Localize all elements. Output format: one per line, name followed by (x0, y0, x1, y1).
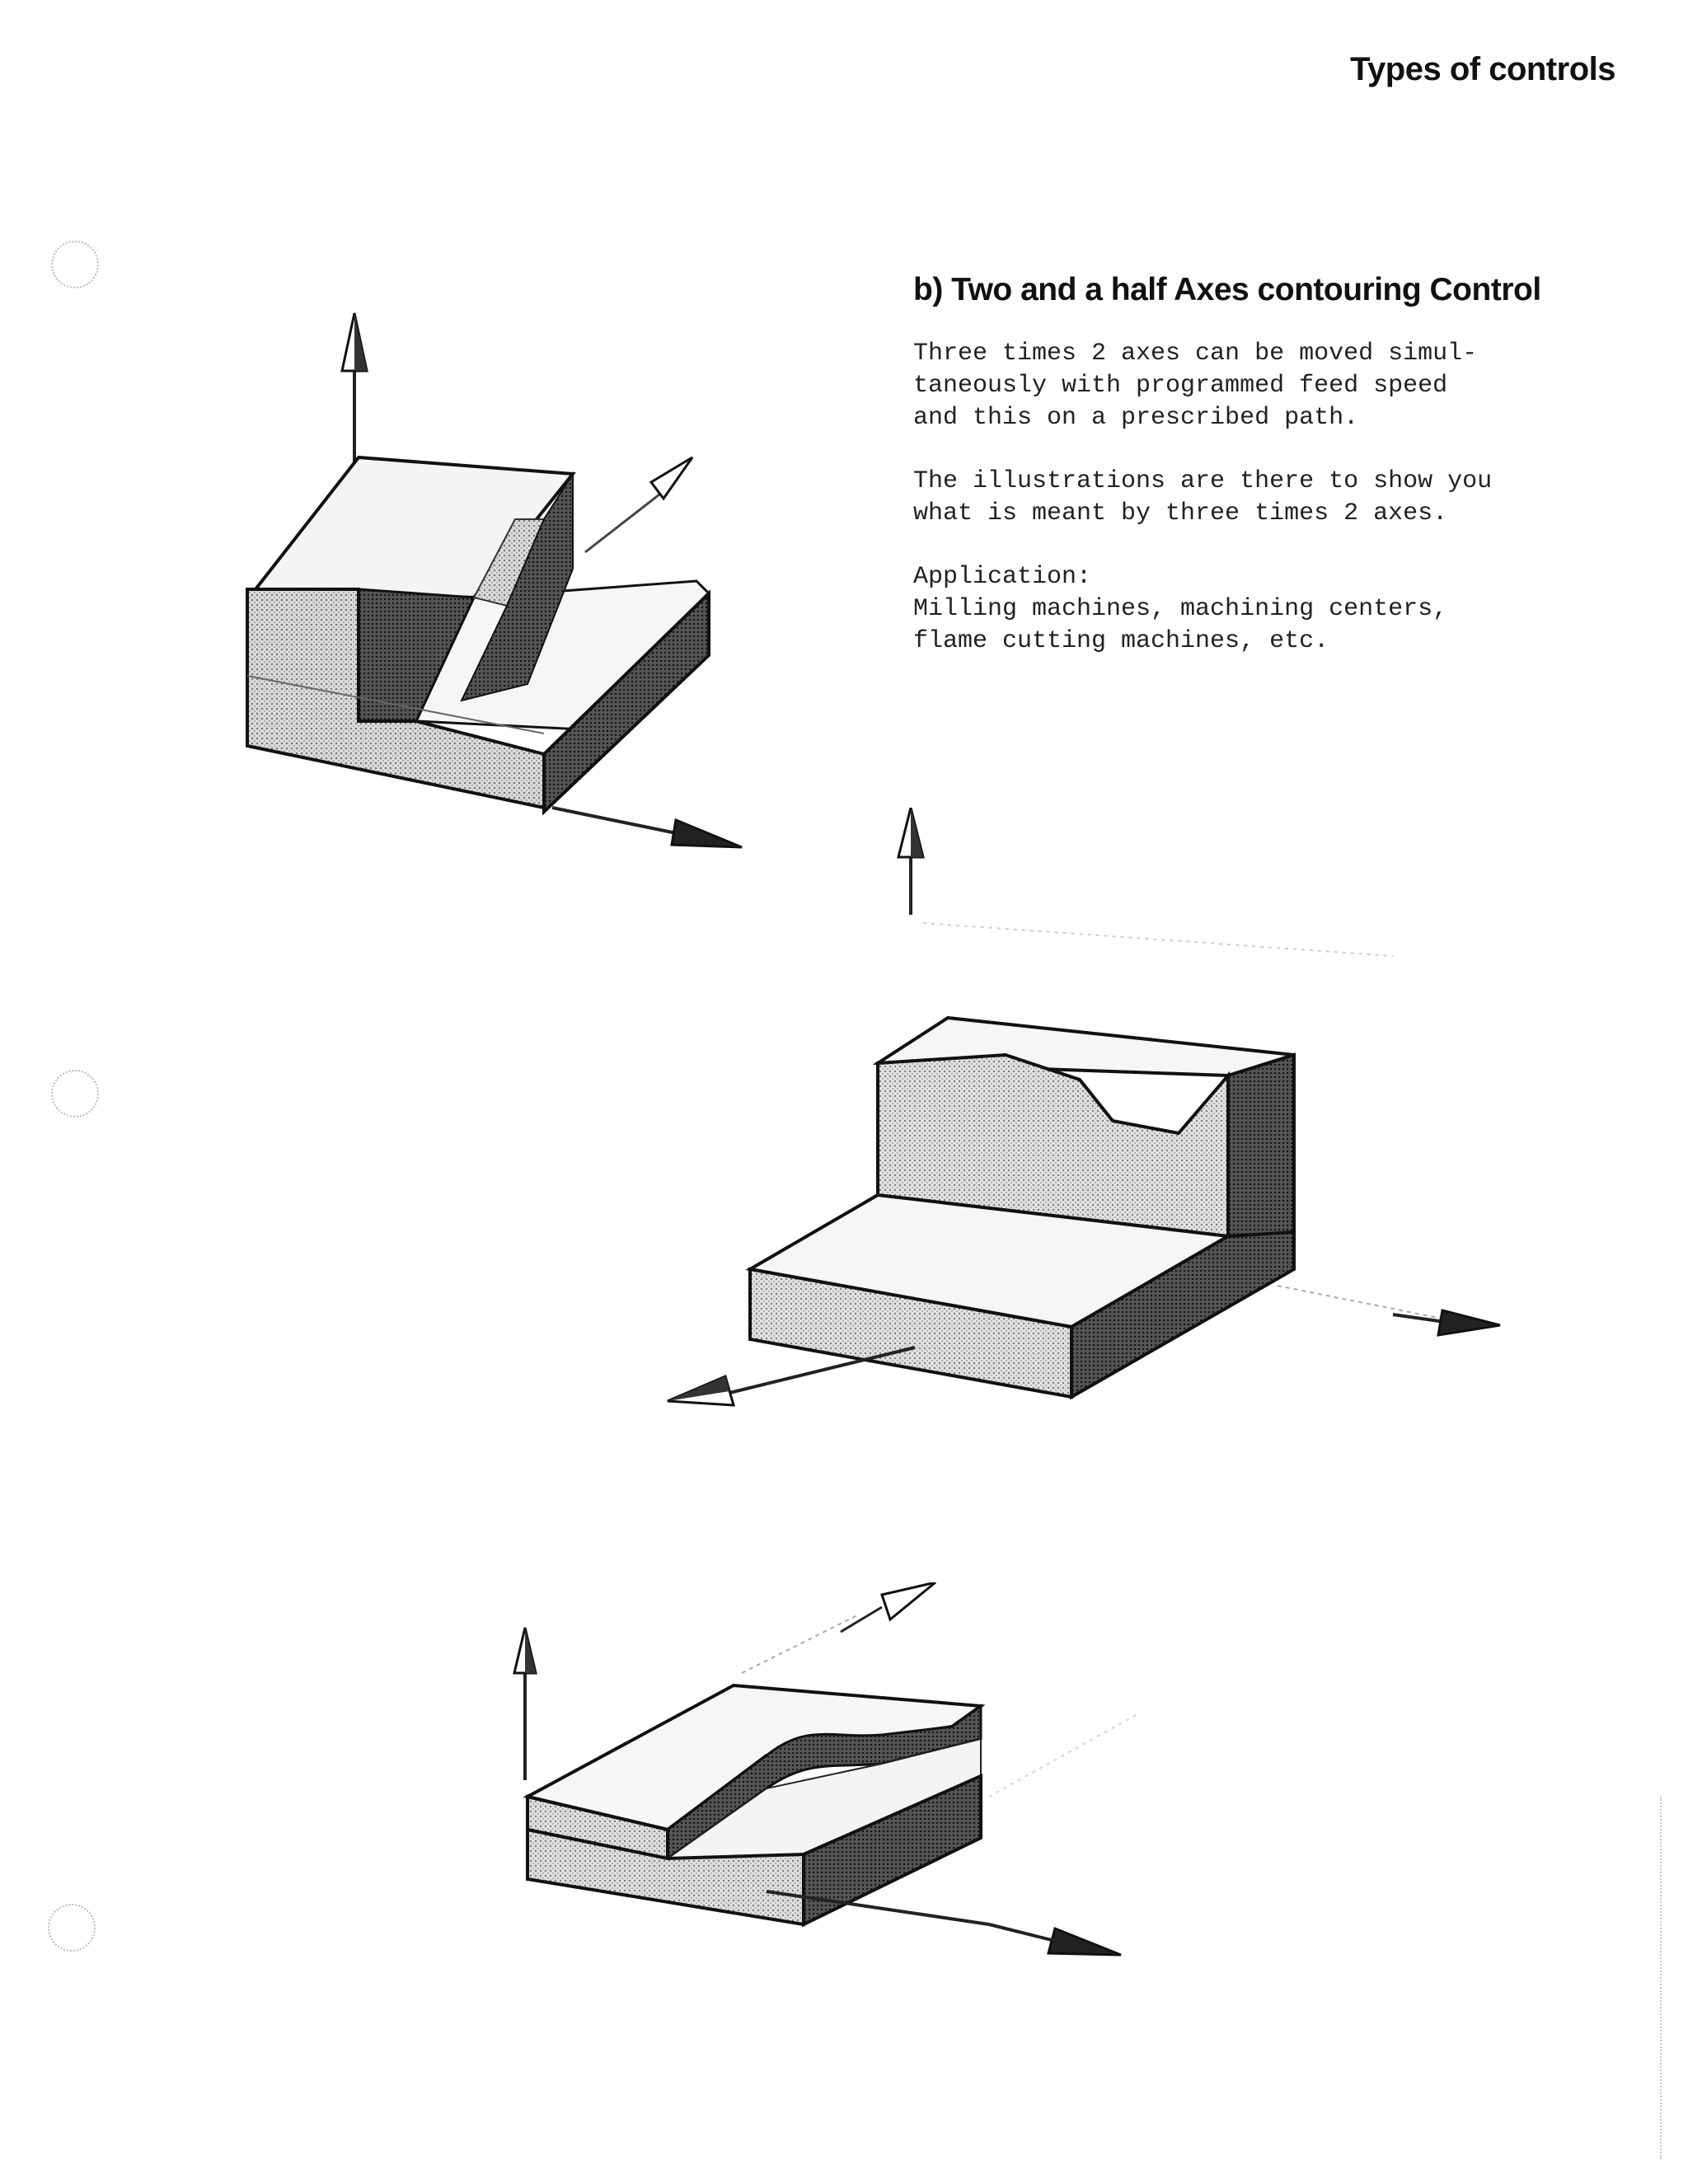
workpiece-horizontal-groove-icon (513, 1582, 1137, 1957)
punch-hole-icon (51, 1070, 99, 1118)
text-line: what is meant by three times 2 axes. (913, 499, 1448, 527)
text-section: b) Two and a half Axes contouring Contro… (913, 272, 1622, 689)
application-block: Application: Milling machines, machining… (913, 561, 1622, 658)
section-title: b) Two and a half Axes contouring Contro… (913, 272, 1541, 307)
punch-hole-icon (48, 1904, 96, 1952)
text-line: The illustrations are there to show you (913, 467, 1493, 495)
application-label: Application: (913, 563, 1092, 591)
text-line: and this on a prescribed path. (913, 404, 1359, 432)
description-paragraph: Three times 2 axes can be moved simul- t… (913, 338, 1622, 434)
scan-edge-marks (1660, 1797, 1664, 2159)
text-line: Three times 2 axes can be moved simul- (913, 340, 1478, 368)
text-line: Milling machines, machining centers, (913, 595, 1448, 623)
workpiece-step-contour-icon (667, 808, 1501, 1407)
workpiece-vertical-groove-icon (246, 312, 743, 849)
text-line: taneously with programmed feed speed (913, 372, 1448, 400)
illustration-note: The illustrations are there to show you … (913, 466, 1622, 530)
punch-hole-icon (51, 241, 99, 288)
text-line: flame cutting machines, etc. (913, 627, 1329, 655)
page-header: Types of controls (1350, 51, 1615, 87)
